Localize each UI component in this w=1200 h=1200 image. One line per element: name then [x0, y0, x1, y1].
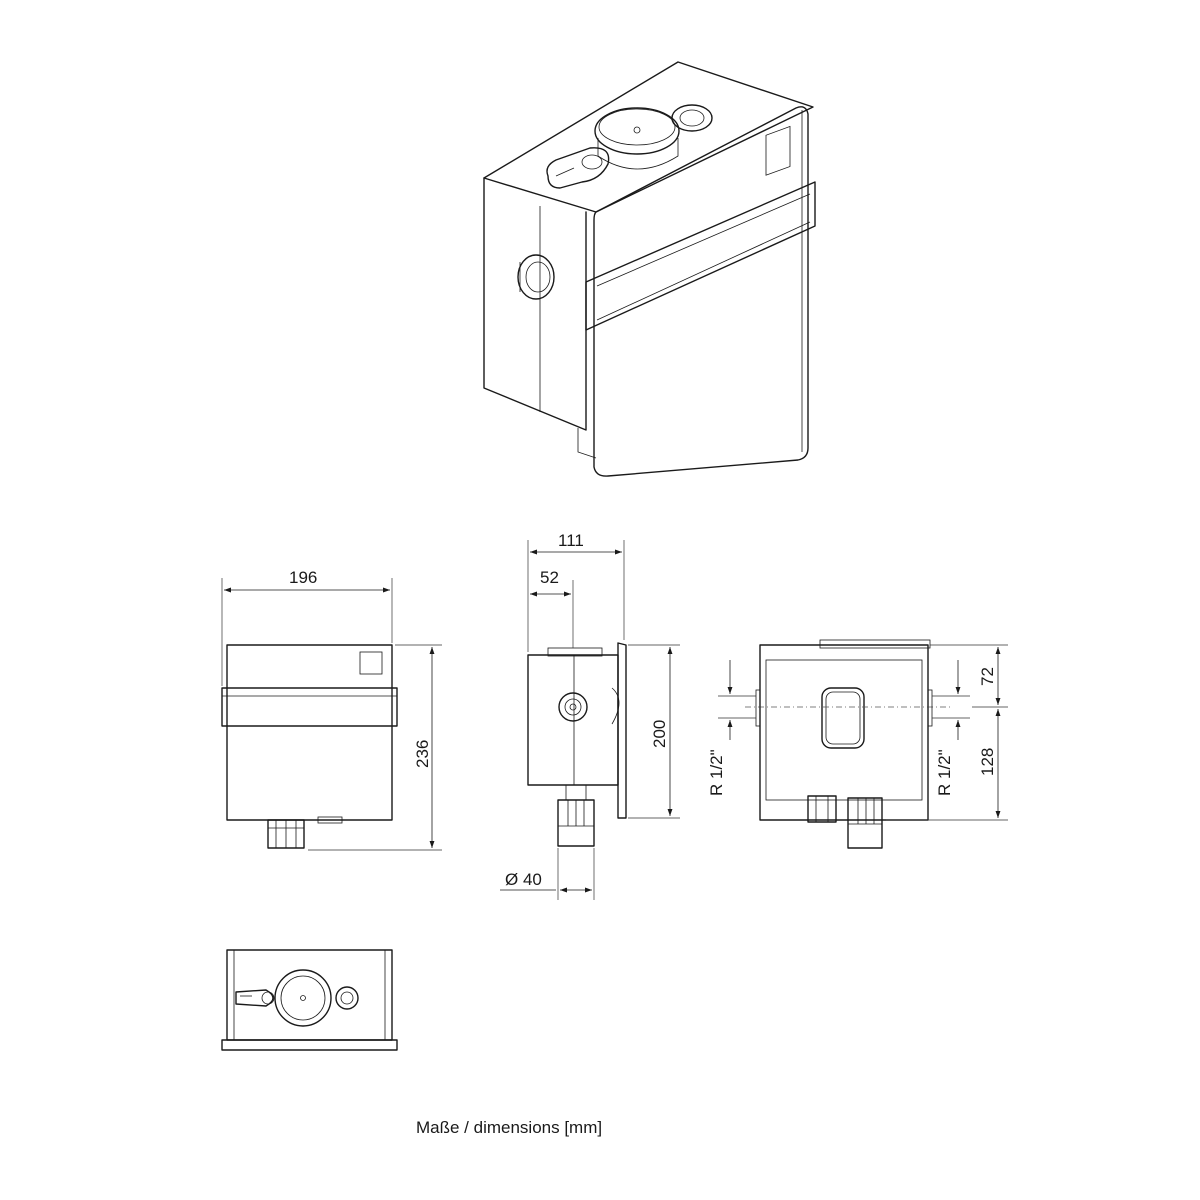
front-width-dimension: 196: [289, 568, 317, 587]
dimensions-caption: Maße / dimensions [mm]: [416, 1118, 603, 1137]
side-height-dimension: 200: [650, 720, 669, 748]
isometric-view: [483, 61, 816, 477]
side-depth-dimension: 111: [558, 531, 584, 550]
top-view: [221, 949, 398, 1051]
rear-upper-dimension: 72: [978, 667, 997, 686]
rear-lower-dimension: 128: [978, 748, 997, 776]
diameter-dimension: Ø 40: [505, 870, 542, 889]
front-height-dimension: 236: [413, 740, 432, 768]
rear-thread-left-label: R 1/2": [707, 749, 726, 796]
rear-view: R 1/2" R 1/2" 72 128: [707, 639, 1008, 849]
front-view: 196 236: [221, 568, 442, 851]
side-view: 111 52 200 Ø 40: [500, 531, 680, 900]
side-offset-dimension: 52: [540, 568, 559, 587]
rear-thread-right-label: R 1/2": [935, 749, 954, 796]
